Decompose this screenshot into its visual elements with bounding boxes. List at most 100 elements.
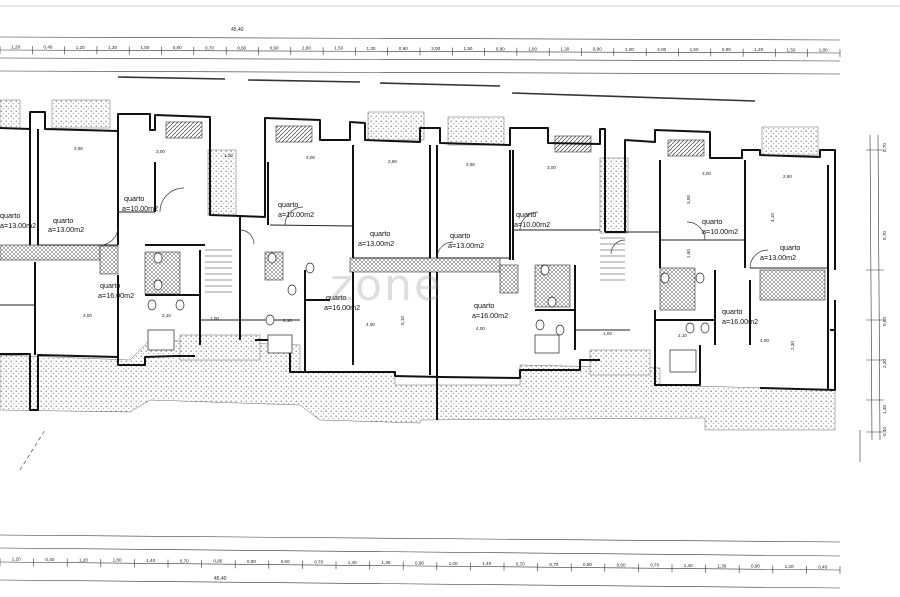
interior-dim: 3,00 [547, 165, 556, 170]
dimension-label: 0,90 [722, 47, 731, 52]
dim-right-4: 1,30 [882, 405, 887, 414]
dimension-label: 1,00 [449, 561, 458, 566]
dimension-label: 2,00 [431, 46, 440, 51]
dimension-label: 0,80 [213, 559, 222, 564]
dim-right-0: 0,70 [882, 143, 887, 152]
interior-dim: 5,10 [400, 316, 405, 325]
dimension-label: 0,90 [415, 561, 424, 566]
dim-right-2: 0,60 [882, 317, 887, 326]
dimension-label: 1,30 [717, 563, 726, 568]
room-area: a=10.00m2 [278, 210, 314, 219]
dimension-label: 1,20 [11, 45, 20, 50]
room-area: a=13.00m2 [0, 221, 36, 230]
room-name: quarto [0, 211, 20, 220]
dimension-label: 0,40 [44, 45, 53, 50]
watermark-text: zone [330, 260, 443, 311]
dimension-label: 0,70 [516, 562, 525, 567]
room-labels: quarto a=13.00m2 quarto a=13.00m2 quarto… [0, 194, 800, 326]
door-swings [99, 187, 769, 269]
dimension-label: 0,90 [270, 46, 279, 51]
top-dimension-ticks [0, 46, 841, 57]
dimension-label: 1,40 [684, 563, 693, 568]
interior-dim: 3,00 [686, 195, 691, 204]
dimension-label: 0,90 [247, 559, 256, 564]
interior-dim: 1,50 [686, 249, 691, 258]
room-area: a=13.00m2 [760, 253, 796, 262]
interior-dim: 4,00 [476, 326, 485, 331]
room-area: a=16.00m2 [472, 311, 508, 320]
dimension-label: 1,20 [785, 564, 794, 569]
interior-dimension-labels: 2,90 3,00 3,00 2,90 2,90 3,00 3,00 2,90 … [74, 146, 795, 350]
dim-right-1: 5,70 [882, 231, 887, 240]
dimension-label: 1,50 [140, 45, 149, 50]
dimension-label: 1,50 [787, 47, 796, 52]
dimension-label: 1,40 [348, 560, 357, 565]
dimension-label: 1,50 [690, 47, 699, 52]
dim-right-5: 0,40 [882, 427, 887, 436]
interior-dim: 2,90 [466, 162, 475, 167]
room-area: a=10.00m2 [702, 227, 738, 236]
interior-dim: 1,00 [224, 153, 233, 158]
dimension-label: 0,90 [583, 562, 592, 567]
right-dimension-lines [866, 134, 884, 441]
room-area: a=13.00m2 [448, 241, 484, 250]
dimension-label: 1,20 [76, 45, 85, 50]
interior-dim: 4,10 [770, 213, 775, 222]
interior-dim: 3,00 [702, 171, 711, 176]
terrace-hatching [0, 121, 826, 311]
interior-dim: 2,10 [283, 318, 292, 323]
interior-dim: 2,10 [162, 313, 171, 318]
interior-dim: 2,30 [790, 341, 795, 350]
room-name: quarto [370, 229, 390, 238]
interior-dim: 2,90 [783, 174, 792, 179]
dimension-label: 0,90 [399, 46, 408, 51]
room-area: a=13.00m2 [48, 225, 84, 234]
dimension-label: 0,70 [205, 45, 214, 50]
interior-dim: 3,00 [156, 149, 165, 154]
dimension-label: 1,20 [12, 557, 21, 562]
dimension-label: 0,80 [173, 45, 182, 50]
dimension-label: 2,00 [302, 46, 311, 51]
interior-dim: 1,00 [210, 316, 219, 321]
right-dimension-labels: 0,70 5,70 0,60 2,30 1,30 0,40 [882, 143, 887, 436]
dimension-label: 0,90 [496, 46, 505, 51]
dimension-label: 1,00 [625, 47, 634, 52]
room-area: a=16.00m2 [98, 291, 134, 300]
partition-lines [0, 211, 828, 331]
dimension-label: 1,30 [560, 47, 569, 52]
room-area: a=16.00m2 [722, 317, 758, 326]
interior-dim: 2,90 [74, 146, 83, 151]
interior-dim: 4,00 [366, 322, 375, 327]
bathroom-fixtures [147, 252, 710, 373]
building-walls [0, 111, 836, 420]
dimension-label: 2,00 [657, 47, 666, 52]
room-area: a=10.00m2 [514, 220, 550, 229]
interior-dim: 4,00 [83, 313, 92, 318]
dimension-label: 1,40 [146, 558, 155, 563]
dimension-label: 1,40 [482, 561, 491, 566]
dimension-label: 1,50 [334, 46, 343, 51]
stair-treads [205, 237, 625, 293]
room-area: a=16.00m2 [324, 303, 360, 312]
dimension-label: 1,00 [819, 47, 828, 52]
room-name: quarto [780, 243, 800, 252]
dim-right-3: 2,30 [882, 359, 887, 368]
room-name: quarto [53, 216, 73, 225]
dimension-label: 0,70 [314, 560, 323, 565]
overall-dimension-top: 45,40 [231, 27, 244, 33]
overall-dimension-bottom: 45,40 [214, 576, 227, 582]
interior-dim: 3,00 [306, 155, 315, 160]
dimension-label: 0,40 [818, 564, 827, 569]
interior-dim: 4,00 [760, 338, 769, 343]
interior-dim: 2,90 [388, 159, 397, 164]
room-area: a=10.00m2 [122, 204, 158, 213]
dimension-label: 0,70 [180, 558, 189, 563]
dimension-label: 0,70 [650, 563, 659, 568]
room-name: quarto [124, 194, 144, 203]
room-name: quarto [702, 217, 722, 226]
bottom-dimension-lines [0, 429, 861, 589]
dimension-label: 1,30 [381, 560, 390, 565]
dimension-label: 0,60 [617, 562, 626, 567]
